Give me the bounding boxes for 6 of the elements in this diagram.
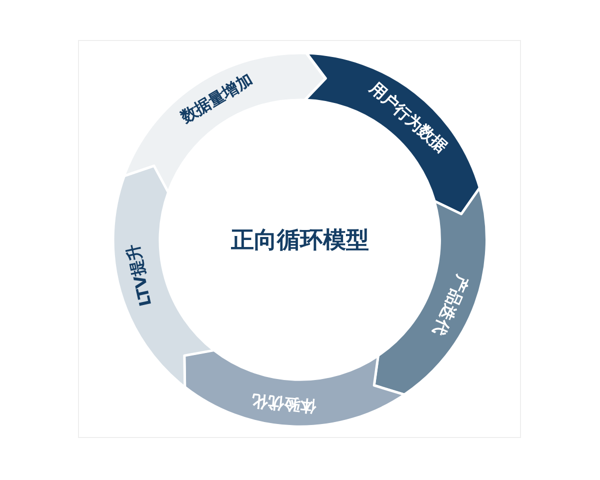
center-title: 正向循环模型: [231, 226, 369, 256]
segment-label: 产品迭代: [428, 272, 472, 339]
segment-label: 用户行为数据: [366, 78, 452, 158]
segment-label: 体验优化: [251, 390, 318, 416]
segment-label: 数据量增加: [177, 70, 257, 128]
segment-label: LTV提升: [123, 242, 156, 308]
